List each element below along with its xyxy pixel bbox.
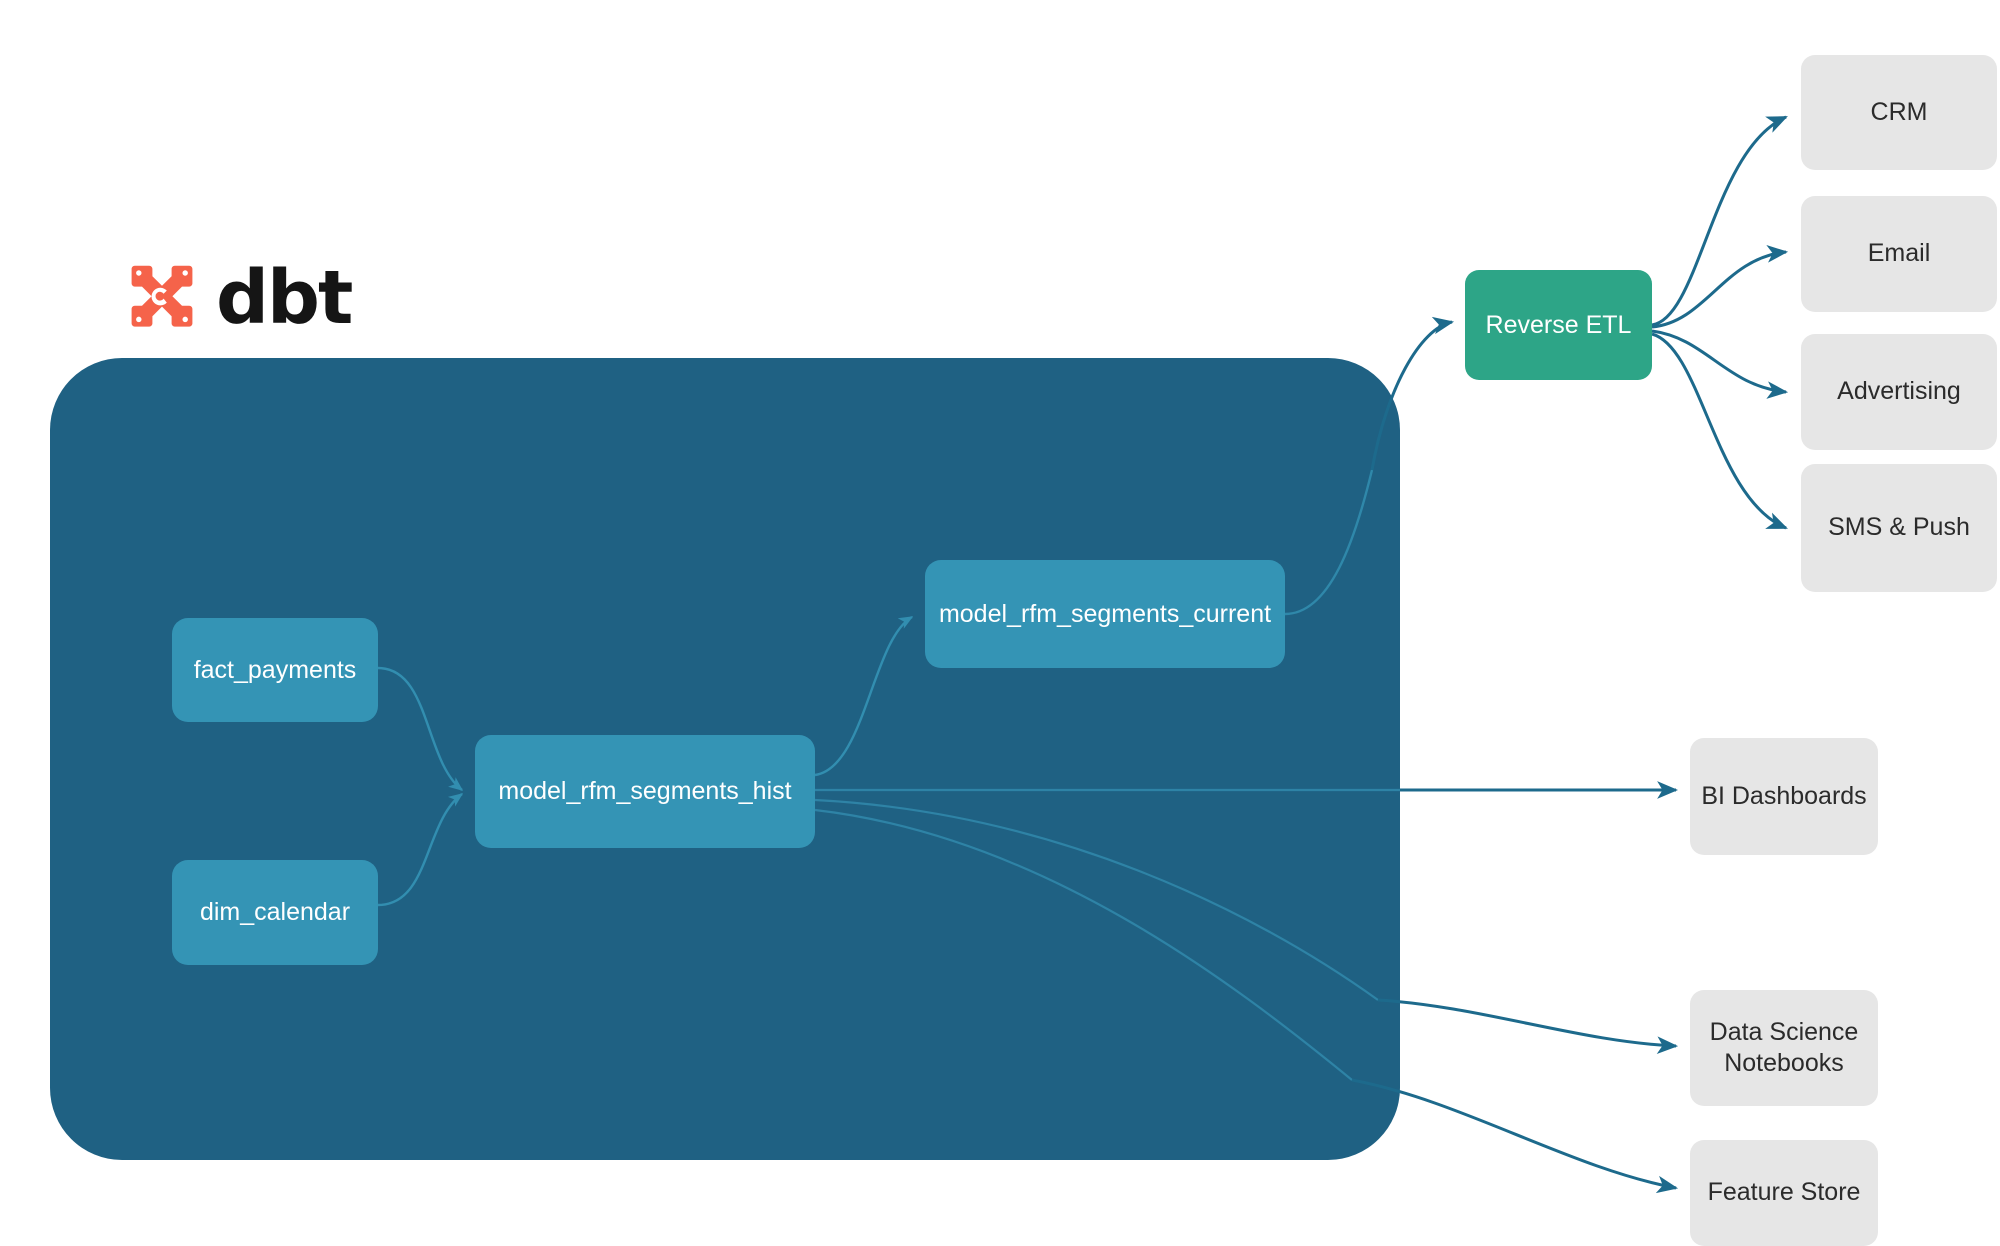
- edge-reverse-etl-to-crm: [1651, 115, 1788, 327]
- edge-reverse-etl-to-sms-push: [1651, 332, 1788, 530]
- node-advertising[interactable]: Advertising: [1801, 334, 1997, 450]
- dbt-wordmark: dbt: [216, 255, 353, 341]
- node-model-rfm-segments-current[interactable]: model_rfm_segments_current: [925, 560, 1285, 668]
- node-label-line-2: Notebooks: [1724, 1049, 1844, 1077]
- edge-reverse-etl-to-email: [1651, 245, 1789, 329]
- node-crm[interactable]: CRM: [1801, 55, 1997, 170]
- node-model-rfm-segments-hist[interactable]: model_rfm_segments_hist: [475, 735, 815, 848]
- dbt-logo-icon: [131, 265, 193, 327]
- node-data-science-notebooks[interactable]: Data Science Notebooks: [1690, 990, 1878, 1106]
- node-reverse-etl[interactable]: Reverse ETL: [1465, 270, 1652, 380]
- dbt-logo: dbt: [122, 255, 353, 344]
- node-sms-push[interactable]: SMS & Push: [1801, 464, 1997, 592]
- edge-reverse-etl-to-advertising: [1651, 329, 1789, 399]
- edge-warehouse-to-feature-store: [1351, 1078, 1679, 1194]
- node-email[interactable]: Email: [1801, 196, 1997, 312]
- node-fact-payments[interactable]: fact_payments: [172, 618, 378, 722]
- edge-warehouse-to-ds-notebooks: [1377, 998, 1679, 1055]
- node-label-line-1: Data Science: [1709, 1017, 1859, 1046]
- node-dim-calendar[interactable]: dim_calendar: [172, 860, 378, 965]
- node-bi-dashboards[interactable]: BI Dashboards: [1690, 738, 1878, 855]
- node-feature-store[interactable]: Feature Store: [1690, 1140, 1878, 1246]
